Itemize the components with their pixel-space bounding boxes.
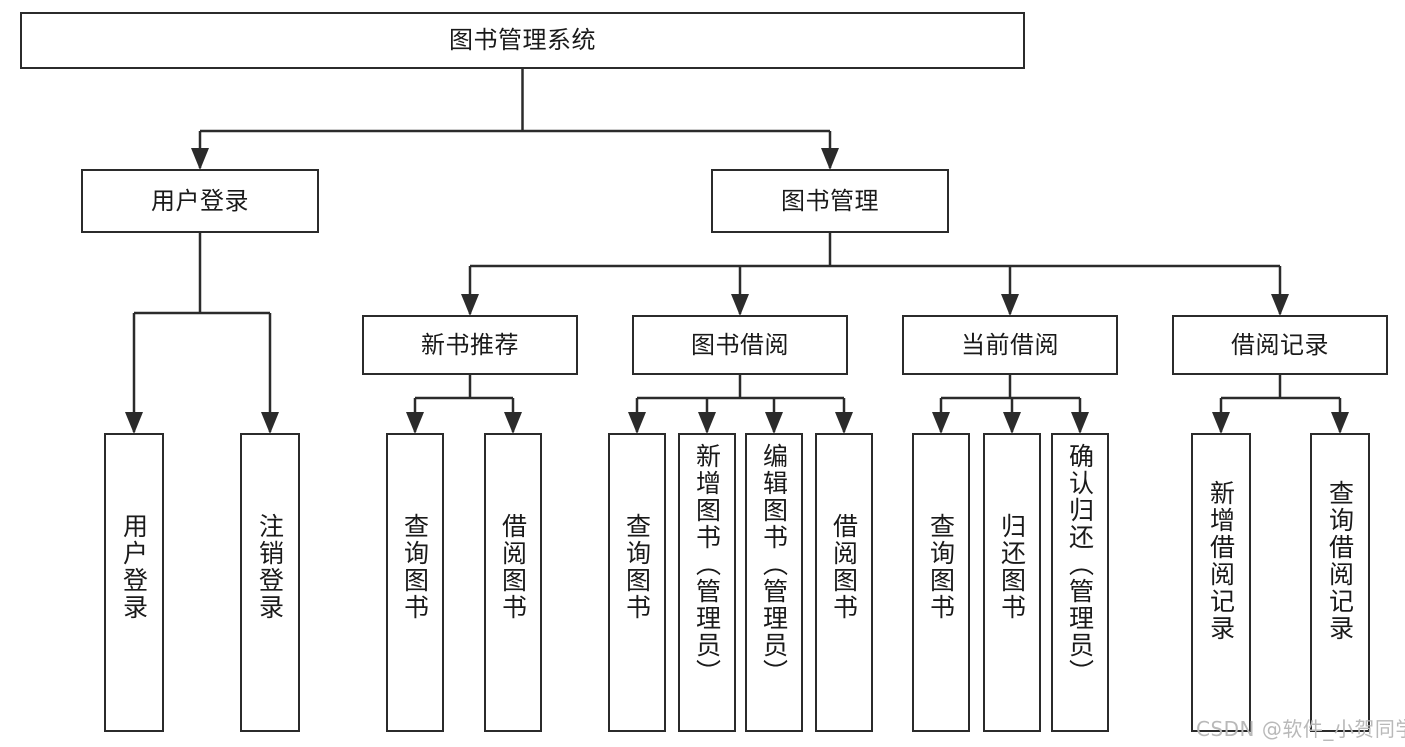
node-label: 用户登录 [151, 186, 249, 215]
node-label: 查询借阅记录 [1325, 480, 1355, 642]
edge-arrowhead [1071, 412, 1089, 434]
node-current-borrow[interactable]: 当前借阅 [902, 315, 1118, 375]
node-label: 当前借阅 [961, 330, 1059, 359]
edge-arrowhead [261, 412, 279, 434]
edge-arrowhead [1331, 412, 1349, 434]
node-leaf-query-book-1[interactable]: 查询图书 [386, 433, 444, 732]
edge-arrowhead [932, 412, 950, 434]
node-label: 图书管理 [781, 186, 879, 215]
edge-arrowhead [1003, 412, 1021, 434]
node-label: 借阅图书 [829, 513, 859, 621]
node-leaf-borrow-book-1[interactable]: 借阅图书 [484, 433, 542, 732]
edge-arrowhead [765, 412, 783, 434]
node-label: 图书管理系统 [449, 26, 596, 55]
edge-arrowhead [628, 412, 646, 434]
node-label: 确认归还（管理员） [1065, 443, 1095, 686]
node-leaf-add-book[interactable]: 新增图书（管理员） [678, 433, 736, 732]
edge-arrowhead [125, 412, 143, 434]
node-label: 新增图书（管理员） [692, 443, 722, 686]
node-leaf-edit-book[interactable]: 编辑图书（管理员） [745, 433, 803, 732]
node-leaf-user-logout[interactable]: 注销登录 [240, 433, 300, 732]
node-label: 注销登录 [255, 513, 285, 621]
node-leaf-borrow-book-2[interactable]: 借阅图书 [815, 433, 873, 732]
node-label: 图书借阅 [691, 330, 789, 359]
edge-arrowhead [504, 412, 522, 434]
node-label: 归还图书 [997, 513, 1027, 621]
node-root[interactable]: 图书管理系统 [20, 12, 1025, 69]
node-leaf-query-book-3[interactable]: 查询图书 [912, 433, 970, 732]
edge-arrowhead [406, 412, 424, 434]
edge-arrowhead [1271, 294, 1289, 316]
node-new-book-rec[interactable]: 新书推荐 [362, 315, 578, 375]
edge-arrowhead [731, 294, 749, 316]
edge-arrowhead [191, 148, 209, 170]
edge-arrowhead [1001, 294, 1019, 316]
node-leaf-query-book-2[interactable]: 查询图书 [608, 433, 666, 732]
node-book-manage[interactable]: 图书管理 [711, 169, 949, 233]
node-label: 查询图书 [622, 513, 652, 621]
node-label: 新增借阅记录 [1206, 480, 1236, 642]
edge-arrowhead [461, 294, 479, 316]
node-label: 查询图书 [400, 513, 430, 621]
node-leaf-user-login[interactable]: 用户登录 [104, 433, 164, 732]
node-label: 用户登录 [119, 513, 149, 621]
node-leaf-return-book[interactable]: 归还图书 [983, 433, 1041, 732]
node-label: 编辑图书（管理员） [759, 443, 789, 686]
node-borrow-record[interactable]: 借阅记录 [1172, 315, 1388, 375]
node-label: 查询图书 [926, 513, 956, 621]
node-user-login[interactable]: 用户登录 [81, 169, 319, 233]
node-label: 借阅图书 [498, 513, 528, 621]
watermark: CSDN @软件_小贺同学 [1196, 717, 1405, 741]
edge-arrowhead [1212, 412, 1230, 434]
edge-arrowhead [698, 412, 716, 434]
node-leaf-confirm-return[interactable]: 确认归还（管理员） [1051, 433, 1109, 732]
node-book-borrow[interactable]: 图书借阅 [632, 315, 848, 375]
node-label: 新书推荐 [421, 330, 519, 359]
node-leaf-query-record[interactable]: 查询借阅记录 [1310, 433, 1370, 732]
edge-arrowhead [835, 412, 853, 434]
node-label: 借阅记录 [1231, 330, 1329, 359]
edge-arrowhead [821, 148, 839, 170]
node-leaf-add-record[interactable]: 新增借阅记录 [1191, 433, 1251, 732]
